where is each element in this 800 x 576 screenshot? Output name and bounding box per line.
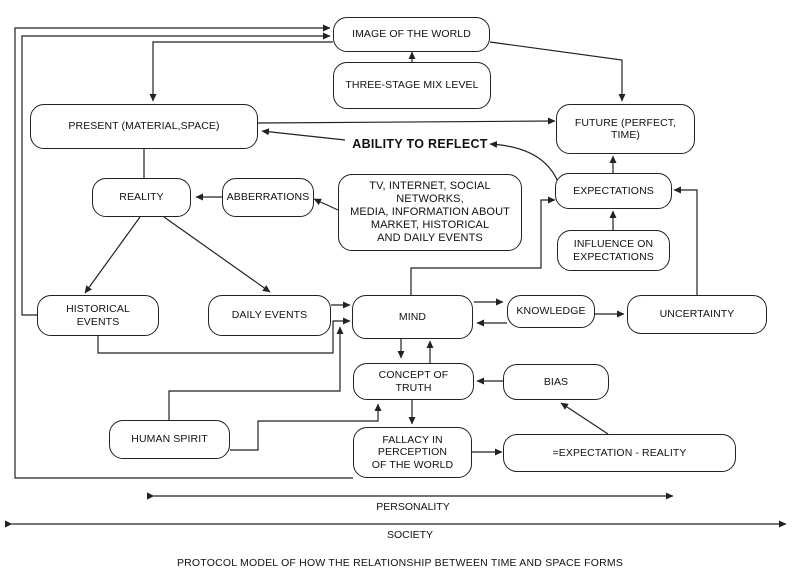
node-expectation-minus-reality: =EXPECTATION - REALITY	[503, 434, 736, 472]
node-fallacy-in-perception: FALLACY IN PERCEPTION OF THE WORLD	[353, 427, 472, 478]
label-ability-to-reflect: ABILITY TO REFLECT	[352, 137, 488, 151]
arrow-historical-to-image	[21, 32, 331, 316]
arrow-fallacy-line-to-concept	[230, 403, 382, 451]
node-historical-events: HISTORICAL EVENTS	[37, 295, 159, 336]
diagram-caption: PROTOCOL MODEL OF HOW THE RELATIONSHIP B…	[176, 557, 624, 569]
node-bias: BIAS	[503, 364, 609, 400]
node-human-spirit: HUMAN SPIRIT	[109, 420, 230, 459]
node-expectations: EXPECTATIONS	[555, 173, 672, 209]
arrow-present-to-future	[257, 117, 556, 125]
arrow-spirit-to-mind	[168, 326, 344, 420]
arrow-reality-to-daily	[163, 216, 271, 293]
arrow-historical-to-mind	[97, 317, 351, 354]
arrow-reflect-to-present	[261, 128, 346, 141]
node-knowledge: KNOWLEDGE	[507, 295, 595, 328]
label-society: SOCIETY	[386, 529, 434, 541]
arrow-expectations-to-reflect	[489, 140, 559, 183]
node-present: PRESENT (MATERIAL,SPACE)	[30, 104, 258, 149]
arrow-expectation-reality-to-bias	[560, 402, 609, 435]
arrow-tv-to-abberrations	[313, 198, 339, 211]
node-abberrations: ABBERRATIONS	[222, 178, 314, 217]
arrow-image-to-present	[149, 41, 333, 102]
node-uncertainty: UNCERTAINTY	[627, 295, 767, 334]
node-reality: REALITY	[92, 178, 191, 217]
node-tv-internet-media: TV, INTERNET, SOCIAL NETWORKS, MEDIA, IN…	[338, 174, 522, 251]
node-concept-of-truth: CONCEPT OF TRUTH	[353, 363, 474, 400]
arrow-image-to-future	[489, 41, 626, 102]
node-daily-events: DAILY EVENTS	[208, 295, 331, 336]
arrow-reality-to-historical	[84, 216, 141, 294]
node-three-stage-mix-level: THREE-STAGE MIX LEVEL	[333, 62, 491, 109]
node-mind: MIND	[352, 295, 473, 339]
node-influence-on-expectations: INFLUENCE ON EXPECTATIONS	[557, 230, 670, 271]
arrow-uncertainty-to-expectations	[673, 186, 698, 295]
arrow-mind-to-expectations	[410, 196, 556, 295]
label-personality: PERSONALITY	[376, 501, 450, 513]
arrow-fallacy-to-image	[14, 24, 353, 479]
node-future: FUTURE (PERFECT, TIME)	[556, 104, 695, 154]
node-image-of-the-world: IMAGE OF THE WORLD	[333, 17, 490, 52]
